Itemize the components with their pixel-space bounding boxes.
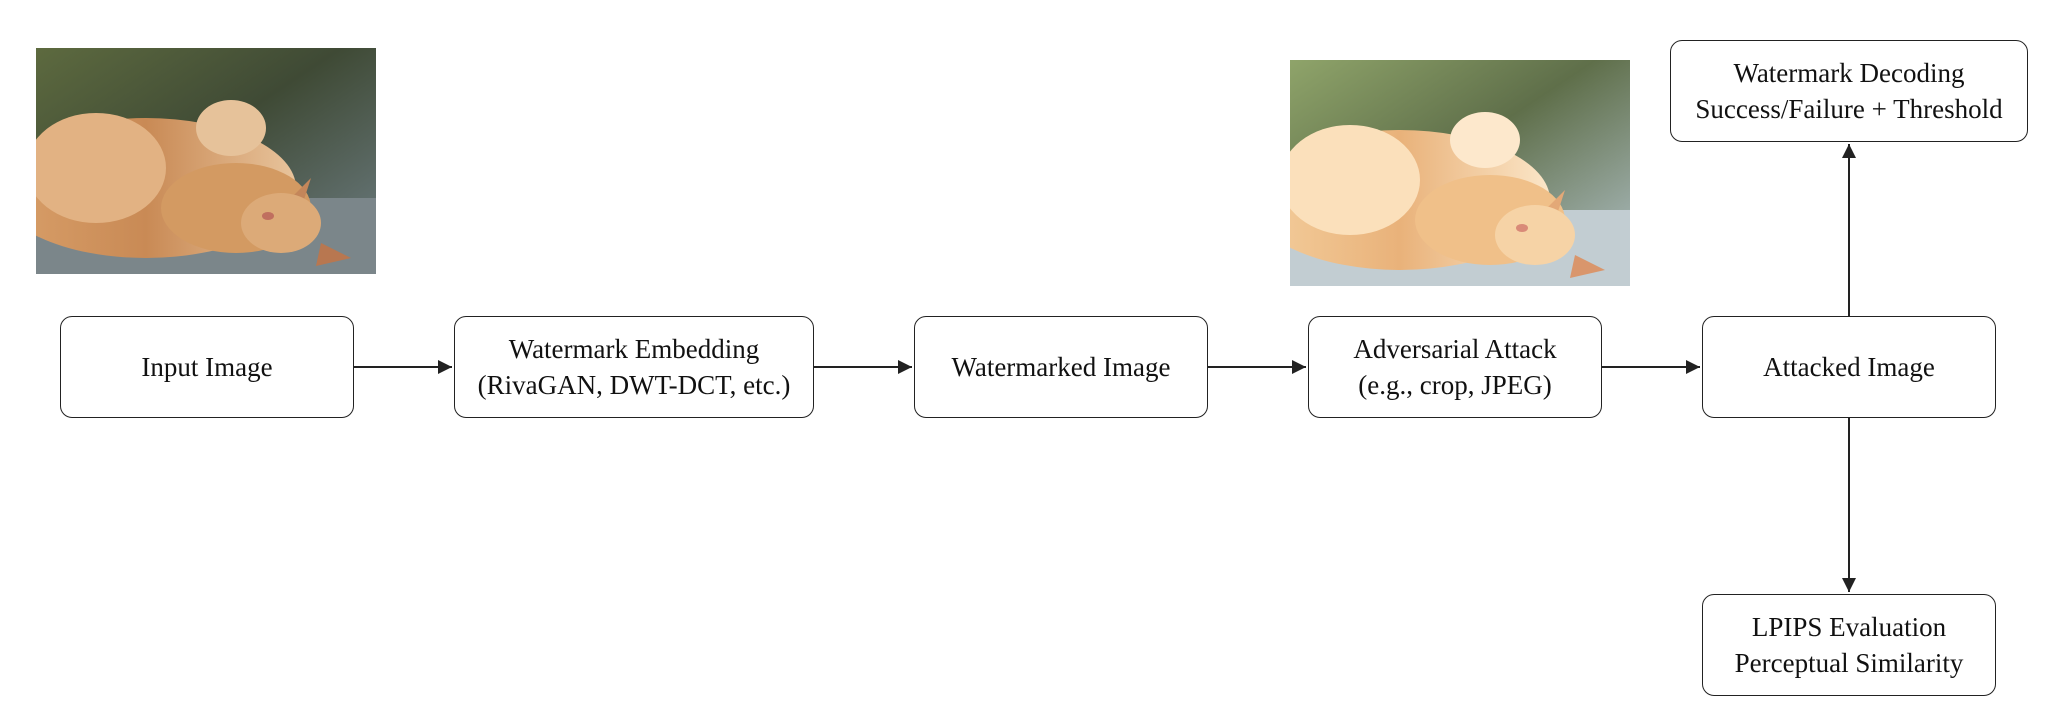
adversarial-attack-title: Adversarial Attack [1353,334,1557,364]
adversarial-attack-node: Adversarial Attack (e.g., crop, JPEG) [1308,316,1602,418]
input-image-label: Input Image [141,352,273,382]
lpips-evaluation-detail: Perceptual Similarity [1734,648,1964,678]
lpips-evaluation-title: LPIPS Evaluation [1751,612,1947,642]
watermark-embedding-title: Watermark Embedding [508,334,760,364]
watermark-decoding-node: Watermark Decoding Success/Failure + Thr… [1670,40,2028,142]
watermark-decoding-detail: Success/Failure + Threshold [1695,94,2003,124]
original-cat-photo [36,48,376,274]
attacked-image-label: Attacked Image [1763,352,1935,382]
attacked-image-node: Attacked Image [1702,316,1996,418]
watermark-embedding-node: Watermark Embedding (RivaGAN, DWT-DCT, e… [454,316,814,418]
lpips-evaluation-node: LPIPS Evaluation Perceptual Similarity [1702,594,1996,696]
watermark-embedding-methods: (RivaGAN, DWT-DCT, etc.) [477,370,791,400]
watermark-decoding-title: Watermark Decoding [1733,58,1965,88]
adversarial-attack-examples: (e.g., crop, JPEG) [1358,370,1552,400]
attacked-cat-photo [1290,60,1630,286]
watermarked-image-node: Watermarked Image [914,316,1208,418]
input-image-node: Input Image [60,316,354,418]
watermarked-image-label: Watermarked Image [951,352,1171,382]
